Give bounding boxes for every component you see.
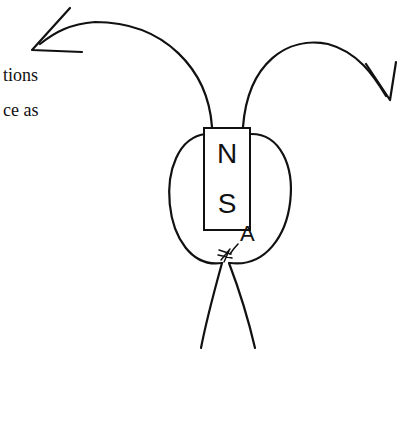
field-line bbox=[229, 263, 255, 348]
field-line bbox=[243, 43, 386, 127]
text-fragment: tions bbox=[3, 66, 38, 86]
part-label: A bbox=[240, 222, 255, 246]
pole-letter: S bbox=[218, 190, 237, 218]
leader-line bbox=[230, 244, 238, 254]
pole-letter: N bbox=[217, 140, 237, 168]
text-fragment: ce as bbox=[3, 101, 38, 121]
field-line bbox=[201, 263, 222, 348]
arrowhead bbox=[366, 62, 396, 100]
bar-magnet: NS bbox=[203, 127, 251, 231]
field-line bbox=[40, 22, 212, 127]
scribble-mark bbox=[218, 249, 232, 262]
arrowhead bbox=[32, 8, 82, 52]
